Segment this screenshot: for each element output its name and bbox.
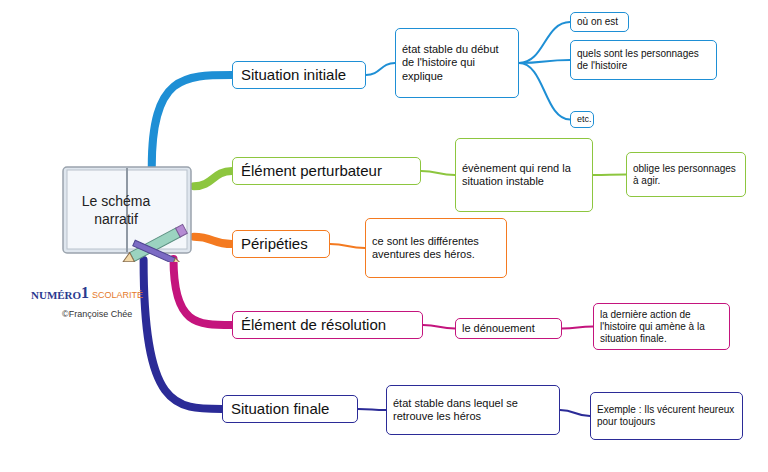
branch-line	[194, 237, 232, 244]
connector-line	[560, 410, 590, 416]
node-text: oblige les personnages à agir.	[633, 163, 739, 187]
logo-text: 1	[81, 284, 89, 302]
node-text: quels sont les personnages de l'histoire	[577, 48, 710, 72]
node-text: Élément de résolution	[241, 316, 386, 334]
detail-box: oblige les personnages à agir.	[626, 152, 746, 197]
branch-box: Situation initiale	[232, 61, 366, 89]
detail-box: la dernière action de l'histoire qui amè…	[593, 303, 730, 350]
branch-line	[174, 259, 232, 325]
logo-text: NUMÉRO	[31, 289, 81, 301]
detail-box: Exemple : Ils vécurent heureux pour touj…	[590, 392, 743, 440]
node-text: Péripéties	[241, 235, 308, 253]
connector-line	[423, 325, 455, 329]
node-text: où on est	[577, 16, 618, 28]
detail-box: état stable dans lequel se retrouve les …	[386, 385, 560, 435]
node-text: la dernière action de l'histoire qui amè…	[600, 309, 723, 345]
node-text: le dénouement	[462, 322, 535, 335]
book-spine	[126, 168, 128, 252]
pencil	[133, 240, 183, 262]
node-text: évènement qui rend la situation instable	[462, 162, 586, 188]
branch-box: Péripéties	[232, 230, 330, 258]
branch-box: Situation finale	[222, 395, 358, 423]
node-text: Situation finale	[231, 400, 329, 418]
branch-line	[152, 75, 232, 167]
connector-line	[519, 63, 570, 120]
detail-box: quels sont les personnages de l'histoire	[570, 40, 717, 80]
connector-line	[593, 174, 626, 177]
node-text: Exemple : Ils vécurent heureux pour touj…	[597, 404, 736, 428]
book-page-left	[67, 170, 127, 249]
connector-line	[330, 244, 365, 248]
node-text: état stable dans lequel se retrouve les …	[393, 397, 553, 423]
branch-box: Élément perturbateur	[232, 157, 421, 185]
connector-line	[421, 171, 455, 175]
connector-line	[358, 409, 386, 410]
connector-line	[519, 60, 570, 63]
logo-text: SCOLARITÉ	[92, 290, 143, 300]
detail-box: état stable du début de l'histoire qui e…	[395, 28, 519, 98]
book: Le schéma narratif	[62, 165, 198, 262]
pencil-tip	[121, 253, 135, 262]
node-text: Situation initiale	[241, 66, 346, 84]
branch-line	[194, 171, 232, 186]
connector-line	[366, 63, 395, 75]
node-text: etc.	[577, 114, 592, 125]
node-text: état stable du début de l'histoire qui e…	[402, 43, 512, 83]
pencil	[121, 224, 188, 262]
detail-box: etc.	[570, 111, 594, 128]
pencil-body	[133, 240, 176, 262]
detail-box: le dénouement	[455, 318, 562, 339]
copyright-note: ©Françoise Chée	[62, 309, 132, 319]
branch-box: Élément de résolution	[232, 311, 423, 339]
node-text: Élément perturbateur	[241, 162, 382, 180]
pencil-tip	[173, 258, 183, 262]
branch-line	[144, 260, 222, 409]
connector-line	[519, 22, 570, 63]
detail-box: où on est	[570, 12, 629, 32]
connector-line	[562, 327, 593, 329]
detail-box: évènement qui rend la situation instable	[455, 138, 593, 212]
title-text: Le schéma narratif	[62, 193, 170, 228]
detail-box: ce sont les différentes aventures des hé…	[365, 218, 507, 278]
pencil-eraser	[176, 224, 188, 237]
node-text: ce sont les différentes aventures des hé…	[372, 235, 500, 261]
